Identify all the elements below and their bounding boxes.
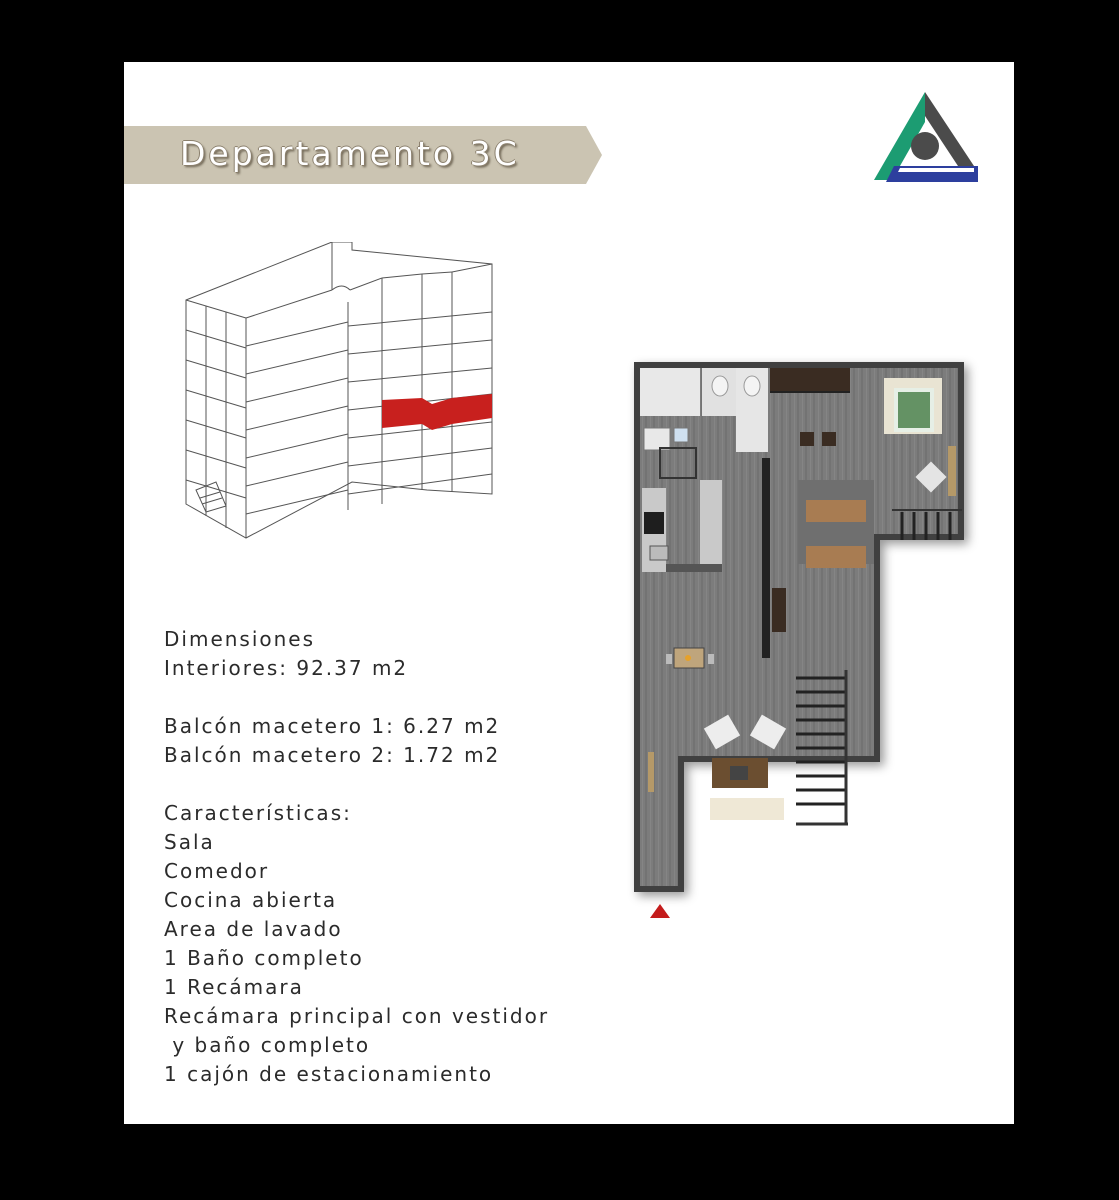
feature-item: 1 cajón de estacionamiento: [164, 1062, 494, 1086]
triangle-logo-icon: [874, 92, 978, 182]
building-isometric-icon: [185, 242, 493, 539]
feature-item: 1 Recámara: [164, 975, 304, 999]
balcony-1-area: Balcón macetero 1: 6.27 m2: [164, 714, 501, 738]
feature-item: 1 Baño completo: [164, 946, 364, 970]
feature-item: Sala: [164, 830, 215, 854]
feature-item: y baño completo: [164, 1033, 371, 1057]
feature-item: Recámara principal con vestidor: [164, 1004, 550, 1028]
brochure-sheet: Departamento 3C: [124, 62, 1014, 1124]
dimensions-title: Dimensiones: [164, 627, 316, 651]
feature-item: Comedor: [164, 859, 270, 883]
balcony-2-area: Balcón macetero 2: 1.72 m2: [164, 743, 501, 767]
feature-item: Cocina abierta: [164, 888, 338, 912]
specifications-block: Dimensiones Interiores: 92.37 m2 Balcón …: [164, 625, 549, 1089]
features-title: Características:: [164, 801, 352, 825]
banner-arrow-shape: [124, 126, 602, 184]
floor-plan-render-icon: [634, 362, 964, 918]
interior-area: Interiores: 92.37 m2: [164, 656, 409, 680]
page-title: Departamento 3C: [180, 134, 520, 173]
feature-item: Area de lavado: [164, 917, 343, 941]
title-banner: Departamento 3C: [124, 126, 602, 184]
